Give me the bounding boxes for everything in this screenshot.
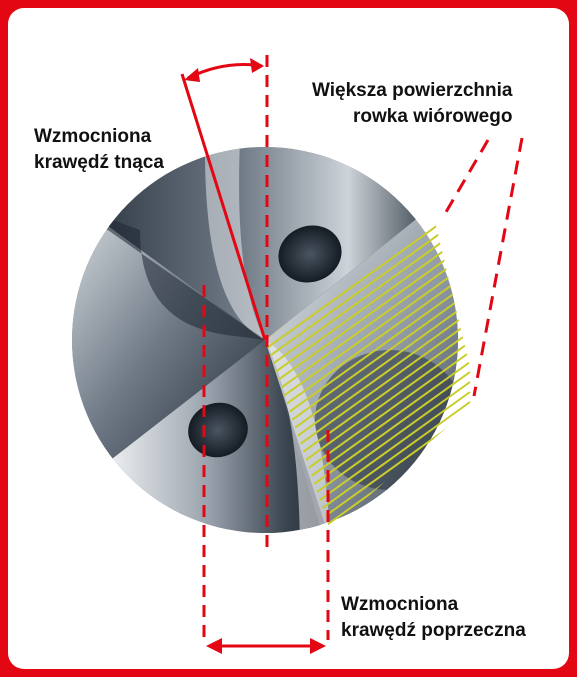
label-line: krawędź tnąca — [34, 150, 164, 176]
label-line: krawędź poprzeczna — [341, 618, 526, 644]
label-larger-flute-surface: Większa powierzchnia rowka wiórowego — [312, 78, 512, 130]
label-line: rowka wiórowego — [312, 104, 512, 130]
label-line: Większa powierzchnia — [312, 78, 512, 104]
diagram-frame: Wzmocniona krawędź tnąca Większa powierz… — [8, 8, 569, 669]
label-reinforced-chisel-edge: Wzmocniona krawędź poprzeczna — [341, 592, 526, 644]
label-line: Wzmocniona — [34, 124, 164, 150]
label-line: Wzmocniona — [341, 592, 526, 618]
flute-pointer-dashed-long — [474, 138, 522, 396]
label-reinforced-cutting-edge: Wzmocniona krawędź tnąca — [34, 124, 164, 176]
flute-pointer-dashed-short — [446, 140, 488, 212]
